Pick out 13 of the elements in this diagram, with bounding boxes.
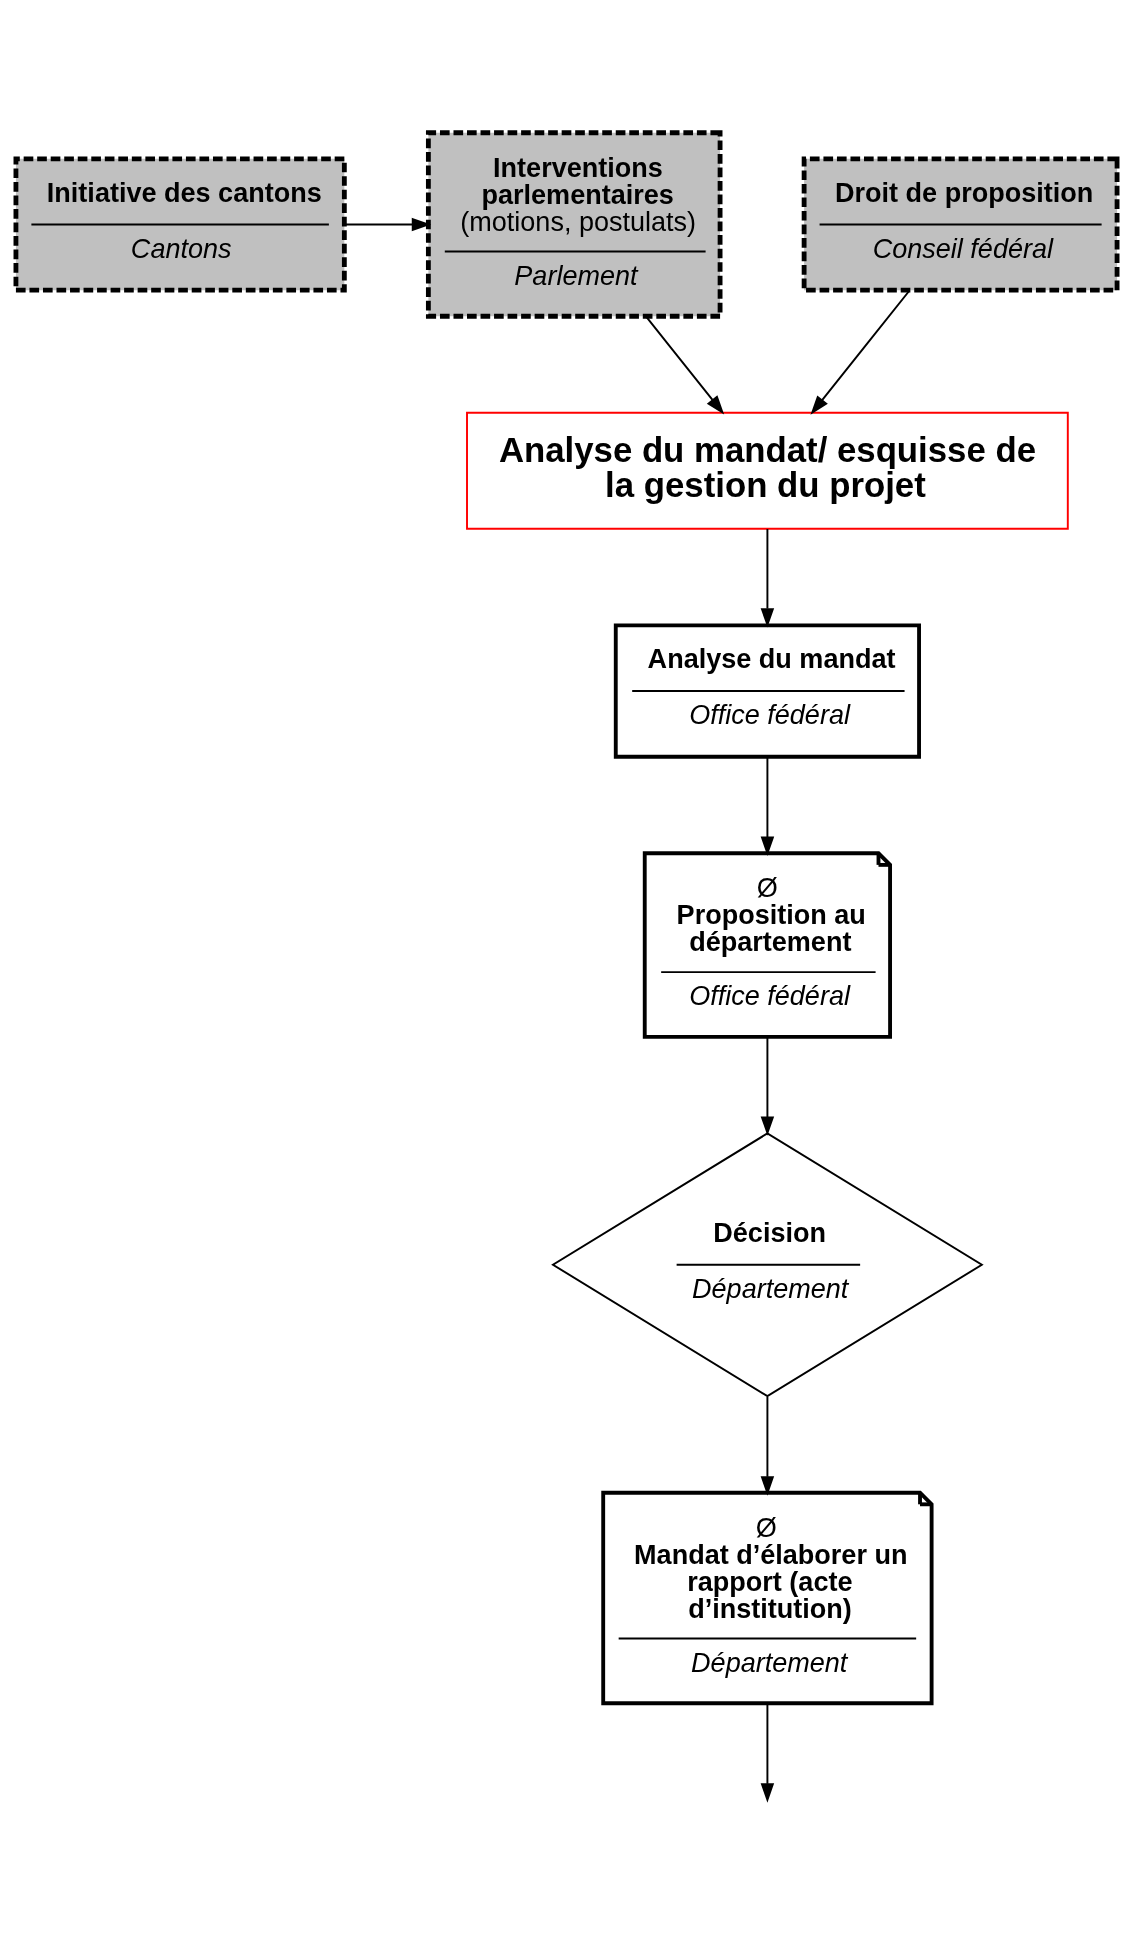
arrow — [760, 1395, 775, 1496]
node-box: Analyse du mandat Office fédéral — [613, 622, 921, 759]
arrow — [343, 217, 432, 231]
arrow — [810, 289, 911, 415]
arrow — [760, 1036, 775, 1136]
arrow — [760, 527, 775, 628]
node-box: Interventions parlementaires (motions, postulats) Parlement — [425, 129, 723, 319]
node-box: Analyse du mandat/ esquisse de la gestion du projet — [466, 411, 1069, 530]
arrow — [645, 315, 725, 415]
node-diamond: Décision Département — [551, 1131, 984, 1397]
arrow — [760, 755, 775, 856]
node-box: Initiative des cantons Cantons — [13, 155, 347, 293]
node-box: Droit de proposition Conseil fédéral — [801, 155, 1120, 293]
